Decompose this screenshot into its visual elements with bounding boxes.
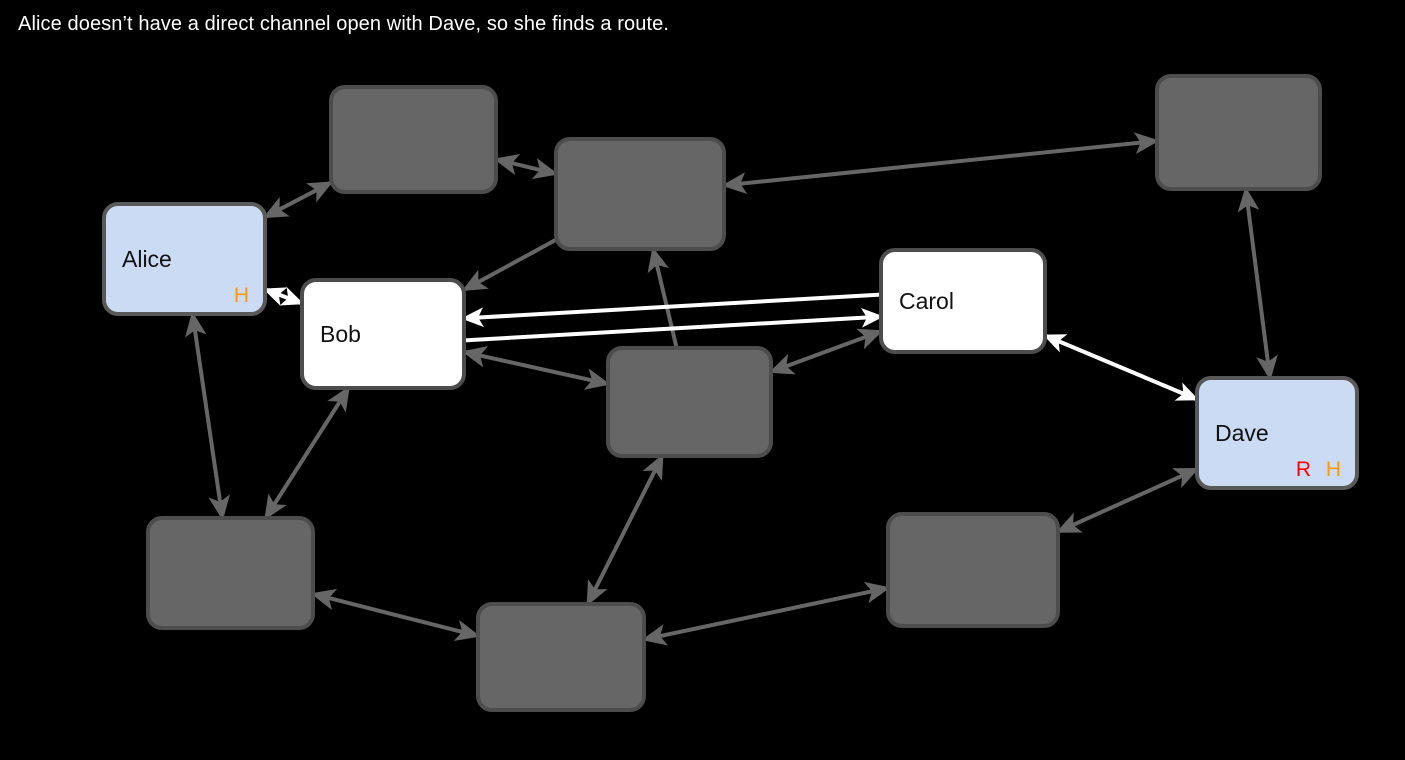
node-box[interactable] <box>1195 376 1359 490</box>
node-box[interactable] <box>554 137 726 251</box>
edge-bob-to-anon_center <box>461 346 611 390</box>
node-box[interactable] <box>606 346 773 458</box>
edge-alice-to-anon_lower_left <box>184 311 231 521</box>
node-anon_lower_left[interactable] <box>146 516 315 630</box>
node-anon_bottom_mid[interactable] <box>476 602 646 712</box>
node-box[interactable] <box>329 85 498 194</box>
node-anon_bottom_right[interactable] <box>886 512 1060 628</box>
node-anon_top_left[interactable] <box>329 85 498 194</box>
caption-text: Alice doesn’t have a direct channel open… <box>18 13 670 35</box>
edge-anon_top_mid-to-bob <box>461 238 557 292</box>
edge-bob-to-carol <box>464 307 884 343</box>
node-anon_top_mid[interactable] <box>554 137 726 251</box>
node-anon_center[interactable] <box>606 346 773 458</box>
edge-anon_bottom_mid-to-anon_bottom_right <box>641 581 891 646</box>
node-box[interactable] <box>1155 74 1322 191</box>
node-box[interactable] <box>300 278 466 390</box>
edge-anon_center-to-anon_top_mid <box>647 246 679 349</box>
node-box[interactable] <box>476 602 646 712</box>
edge-layer <box>184 132 1278 646</box>
edge-carol-to-dave <box>1042 333 1200 402</box>
node-carol[interactable]: Carol <box>879 248 1047 354</box>
edge-anon_center-to-carol <box>768 328 884 375</box>
node-box[interactable] <box>146 516 315 630</box>
edge-anon_lower_left-to-anon_bottom_mid <box>310 588 481 641</box>
edge-anon_top_right-to-dave <box>1237 186 1278 381</box>
edge-anon_bottom_right-to-dave <box>1055 467 1200 534</box>
node-box[interactable] <box>102 202 267 316</box>
node-label: Carol <box>899 288 954 314</box>
badge-h: H <box>234 284 249 307</box>
node-label: Bob <box>320 321 361 347</box>
node-anon_top_right[interactable] <box>1155 74 1322 191</box>
edge-anon_lower_left-to-bob <box>263 385 351 521</box>
edge-anon_center-to-anon_bottom_mid <box>585 453 665 607</box>
edge-alice-to-bob <box>262 287 305 306</box>
node-box[interactable] <box>879 248 1047 354</box>
badge-r: R <box>1296 458 1311 481</box>
edge-bob-to-carol <box>461 292 881 328</box>
node-label: Dave <box>1215 420 1269 446</box>
edge-anon_top_left-to-anon_top_mid <box>493 153 559 180</box>
badge-h: H <box>1326 458 1341 481</box>
node-box[interactable] <box>886 512 1060 628</box>
edge-anon_top_mid-to-anon_top_right <box>721 132 1160 194</box>
node-label: Alice <box>122 246 172 272</box>
edge-alice-to-anon_top_left <box>262 180 334 219</box>
node-bob[interactable]: Bob <box>300 278 466 390</box>
